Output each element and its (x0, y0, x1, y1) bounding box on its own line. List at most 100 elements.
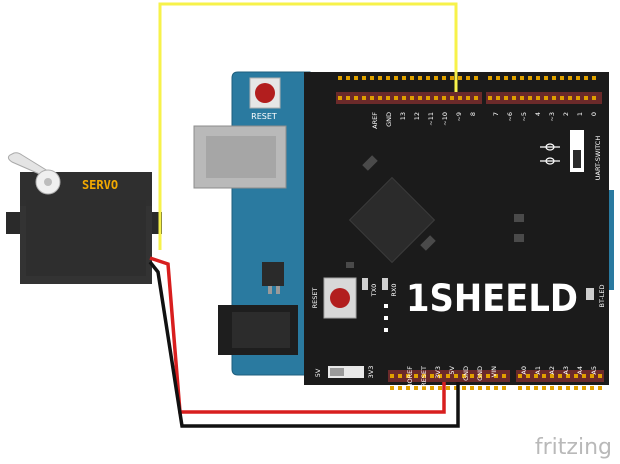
header-pin (560, 76, 564, 80)
header-pin (378, 96, 382, 100)
top-pin-label: ~10 (441, 112, 449, 126)
header-pin (504, 96, 508, 100)
shield-board (304, 72, 609, 385)
small-components (262, 214, 524, 294)
tx-label: TX0 (370, 284, 378, 298)
header-pin (474, 76, 478, 80)
voltage-switch[interactable] (328, 366, 364, 378)
header-pin (592, 96, 596, 100)
header-pin (398, 374, 402, 378)
top-pin-label: ~6 (506, 112, 514, 122)
top-pin-label: GND (385, 112, 393, 127)
power-pin-label: VIN (490, 366, 498, 377)
header-pin (592, 76, 596, 80)
shield-reset-button[interactable] (323, 277, 357, 319)
power-jack (218, 305, 298, 355)
header-pin (394, 76, 398, 80)
top-pin-label: 7 (492, 112, 500, 116)
header-pin (438, 386, 442, 390)
header-pin (362, 76, 366, 80)
header-pin (488, 96, 492, 100)
shield-logo: 1SHEELD (406, 277, 578, 320)
analog-pin-label: A2 (548, 366, 556, 375)
voltage-switch-3v3-label: 3V3 (367, 366, 375, 379)
header-pin (598, 386, 602, 390)
header-pin (560, 96, 564, 100)
power-pin-label: GND (476, 366, 484, 381)
bottom-header-pins (390, 374, 602, 390)
header-pin (454, 374, 458, 378)
header-pin (550, 374, 554, 378)
header-pin (504, 76, 508, 80)
header-pin (582, 386, 586, 390)
header-pin (488, 76, 492, 80)
header-pin (430, 374, 434, 378)
header-pin (410, 96, 414, 100)
voltage-switch-5v-label: 5V (314, 368, 322, 377)
header-pin (370, 76, 374, 80)
header-pin (520, 96, 524, 100)
header-pin (462, 386, 466, 390)
top-pin-label: 0 (590, 112, 598, 116)
header-pin (512, 76, 516, 80)
header-pin (378, 76, 382, 80)
header-pin (568, 76, 572, 80)
header-pin (394, 96, 398, 100)
power-pin-label: RESET (420, 366, 428, 387)
top-pin-label: 2 (562, 112, 570, 116)
power-pin-label: 3V3 (434, 366, 442, 379)
header-pin (470, 386, 474, 390)
header-pin (418, 76, 422, 80)
header-pin (398, 386, 402, 390)
tx-led (362, 278, 368, 290)
analog-pin-label: A5 (590, 366, 598, 375)
header-pin (370, 96, 374, 100)
bt-led (586, 288, 594, 300)
header-pin (542, 386, 546, 390)
header-pin (354, 76, 358, 80)
top-header-pins (338, 76, 596, 100)
header-pin (486, 374, 490, 378)
header-pin (418, 96, 422, 100)
analog-pin-label: A3 (562, 366, 570, 375)
header-pin (494, 374, 498, 378)
header-pin (434, 96, 438, 100)
uart-switch-label: UART-SWITCH (594, 136, 602, 181)
header-pin (558, 374, 562, 378)
header-pin (584, 76, 588, 80)
header-pin (354, 96, 358, 100)
analog-pin-label: A0 (520, 366, 528, 375)
top-pin-label: ~3 (548, 112, 556, 122)
header-pin (338, 96, 342, 100)
header-pin (534, 386, 538, 390)
header-pin (390, 374, 394, 378)
header-pin (568, 96, 572, 100)
header-pin (446, 386, 450, 390)
header-pin (422, 374, 426, 378)
top-pin-label: ~5 (520, 112, 528, 122)
header-pin (566, 374, 570, 378)
signal-wire (158, 2, 458, 250)
header-pin (544, 96, 548, 100)
header-pin (574, 386, 578, 390)
power-pin-label: GND (462, 366, 470, 381)
header-pin (466, 76, 470, 80)
servo-label: SERVO (82, 178, 118, 192)
header-pin (386, 76, 390, 80)
header-pin (534, 374, 538, 378)
header-pin (454, 386, 458, 390)
header-pin (474, 96, 478, 100)
header-pin (458, 76, 462, 80)
header-pin (502, 386, 506, 390)
header-pin (512, 96, 516, 100)
header-pin (518, 386, 522, 390)
header-pin (422, 386, 426, 390)
header-pin (414, 386, 418, 390)
header-pin (462, 374, 466, 378)
arduino-reset-button[interactable] (249, 77, 281, 109)
header-pin (402, 96, 406, 100)
header-pin (536, 76, 540, 80)
header-pin (362, 96, 366, 100)
uart-switch[interactable] (570, 130, 584, 172)
